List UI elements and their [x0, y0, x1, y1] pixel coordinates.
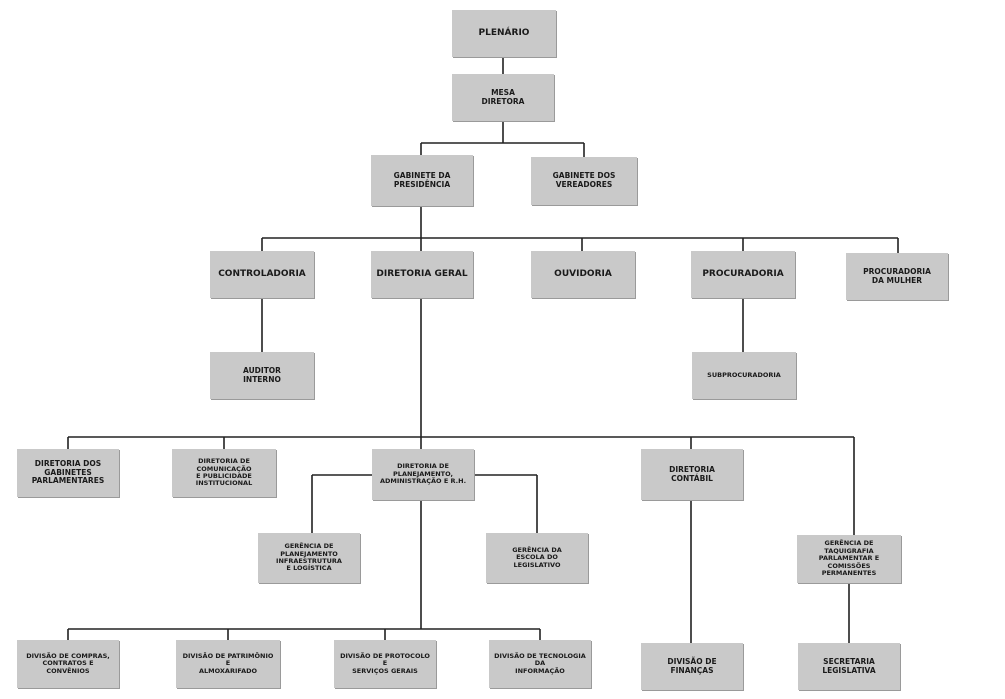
node-procuradoria-mulher: PROCURADORIA DA MULHER — [846, 253, 948, 300]
node-plenario: PLENÁRIO — [452, 10, 556, 57]
node-mesa-diretora: MESA DIRETORA — [452, 74, 554, 121]
node-secretaria-legislativa: SECRETARIA LEGISLATIVA — [798, 643, 900, 690]
node-diretoria-gabinetes: DIRETORIA DOS GABINETES PARLAMENTARES — [17, 449, 119, 497]
node-gerencia-escola: GERÊNCIA DA ESCOLA DO LEGISLATIVO — [486, 533, 588, 583]
node-diretoria-geral: DIRETORIA GERAL — [371, 251, 473, 298]
node-gerencia-taquigrafia: GERÊNCIA DE TAQUIGRAFIA PARLAMENTAR E CO… — [797, 535, 901, 583]
node-gabinete-presidencia: GABINETE DA PRESIDÊNCIA — [371, 155, 473, 206]
node-subprocuradoria: SUBPROCURADORIA — [692, 352, 796, 399]
node-gabinete-vereadores: GABINETE DOS VEREADORES — [531, 157, 637, 205]
node-diretoria-comunicacao: DIRETORIA DE COMUNICAÇÃO E PUBLICIDADE I… — [172, 449, 276, 497]
node-gerencia-planejamento: GERÊNCIA DE PLANEJAMENTO INFRAESTRUTURA … — [258, 533, 360, 583]
node-controladoria: CONTROLADORIA — [210, 251, 314, 298]
node-divisao-patrimonio: DIVISÃO DE PATRIMÔNIO E ALMOXARIFADO — [176, 640, 280, 688]
node-divisao-tecnologia: DIVISÃO DE TECNOLOGIA DA INFORMAÇÃO — [489, 640, 591, 688]
node-divisao-financas: DIVISÃO DE FINANÇAS — [641, 643, 743, 690]
node-ouvidoria: OUVIDORIA — [531, 251, 635, 298]
node-procuradoria: PROCURADORIA — [691, 251, 795, 298]
node-diretoria-contabil: DIRETORIA CONTÁBIL — [641, 449, 743, 500]
node-divisao-compras: DIVISÃO DE COMPRAS, CONTRATOS E CONVÊNIO… — [17, 640, 119, 688]
node-auditor-interno: AUDITOR INTERNO — [210, 352, 314, 399]
node-diretoria-planejamento: DIRETORIA DE PLANEJAMENTO, ADMINISTRAÇÃO… — [372, 449, 474, 500]
node-divisao-protocolo: DIVISÃO DE PROTOCOLO E SERVIÇOS GERAIS — [334, 640, 436, 688]
